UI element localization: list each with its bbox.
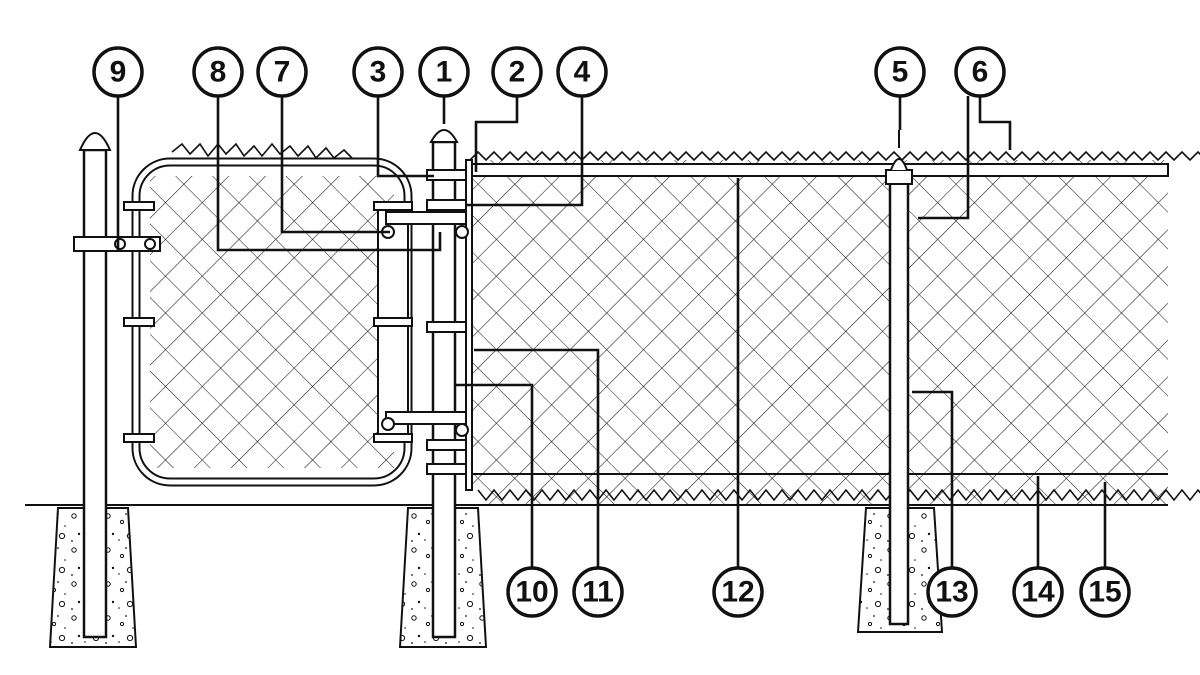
callout-label: 10 [515, 576, 548, 609]
callout-label: 13 [935, 576, 968, 609]
callout-8: 8 [192, 46, 244, 98]
callout-label: 6 [972, 56, 989, 89]
terminal-post [426, 129, 473, 639]
callout-label: 4 [574, 56, 591, 89]
callout-5: 5 [874, 46, 926, 98]
callout-label: 2 [509, 56, 526, 89]
callout-label: 5 [892, 56, 909, 89]
callout-2: 2 [491, 46, 543, 98]
callout-15: 15 [1079, 566, 1131, 618]
latch-post [78, 132, 112, 639]
leader-lines [116, 96, 1107, 568]
callout-label: 7 [274, 56, 291, 89]
callout-label: 11 [582, 576, 614, 609]
callout-7: 7 [256, 46, 308, 98]
callout-3: 3 [352, 46, 404, 98]
callout-label: 1 [436, 56, 453, 89]
top-rail [469, 163, 1169, 177]
callout-label: 14 [1021, 576, 1055, 609]
callout-label: 9 [110, 56, 127, 89]
callout-13: 13 [926, 566, 978, 618]
callout-label: 8 [210, 56, 227, 89]
tension-bar [465, 159, 473, 491]
callout-label: 12 [721, 576, 754, 609]
line-post [885, 130, 913, 626]
callout-label: 3 [370, 56, 387, 89]
callout-label: 15 [1088, 576, 1121, 609]
gate [123, 142, 413, 487]
callout-10: 10 [506, 566, 558, 618]
callout-9: 9 [92, 46, 144, 98]
callout-11: 11 [572, 566, 624, 618]
fence-fabric-run [469, 150, 1200, 505]
callout-6: 6 [954, 46, 1006, 98]
callout-4: 4 [556, 46, 608, 98]
callout-12: 12 [712, 566, 764, 618]
callout-14: 14 [1012, 566, 1064, 618]
callout-1: 1 [418, 46, 470, 98]
